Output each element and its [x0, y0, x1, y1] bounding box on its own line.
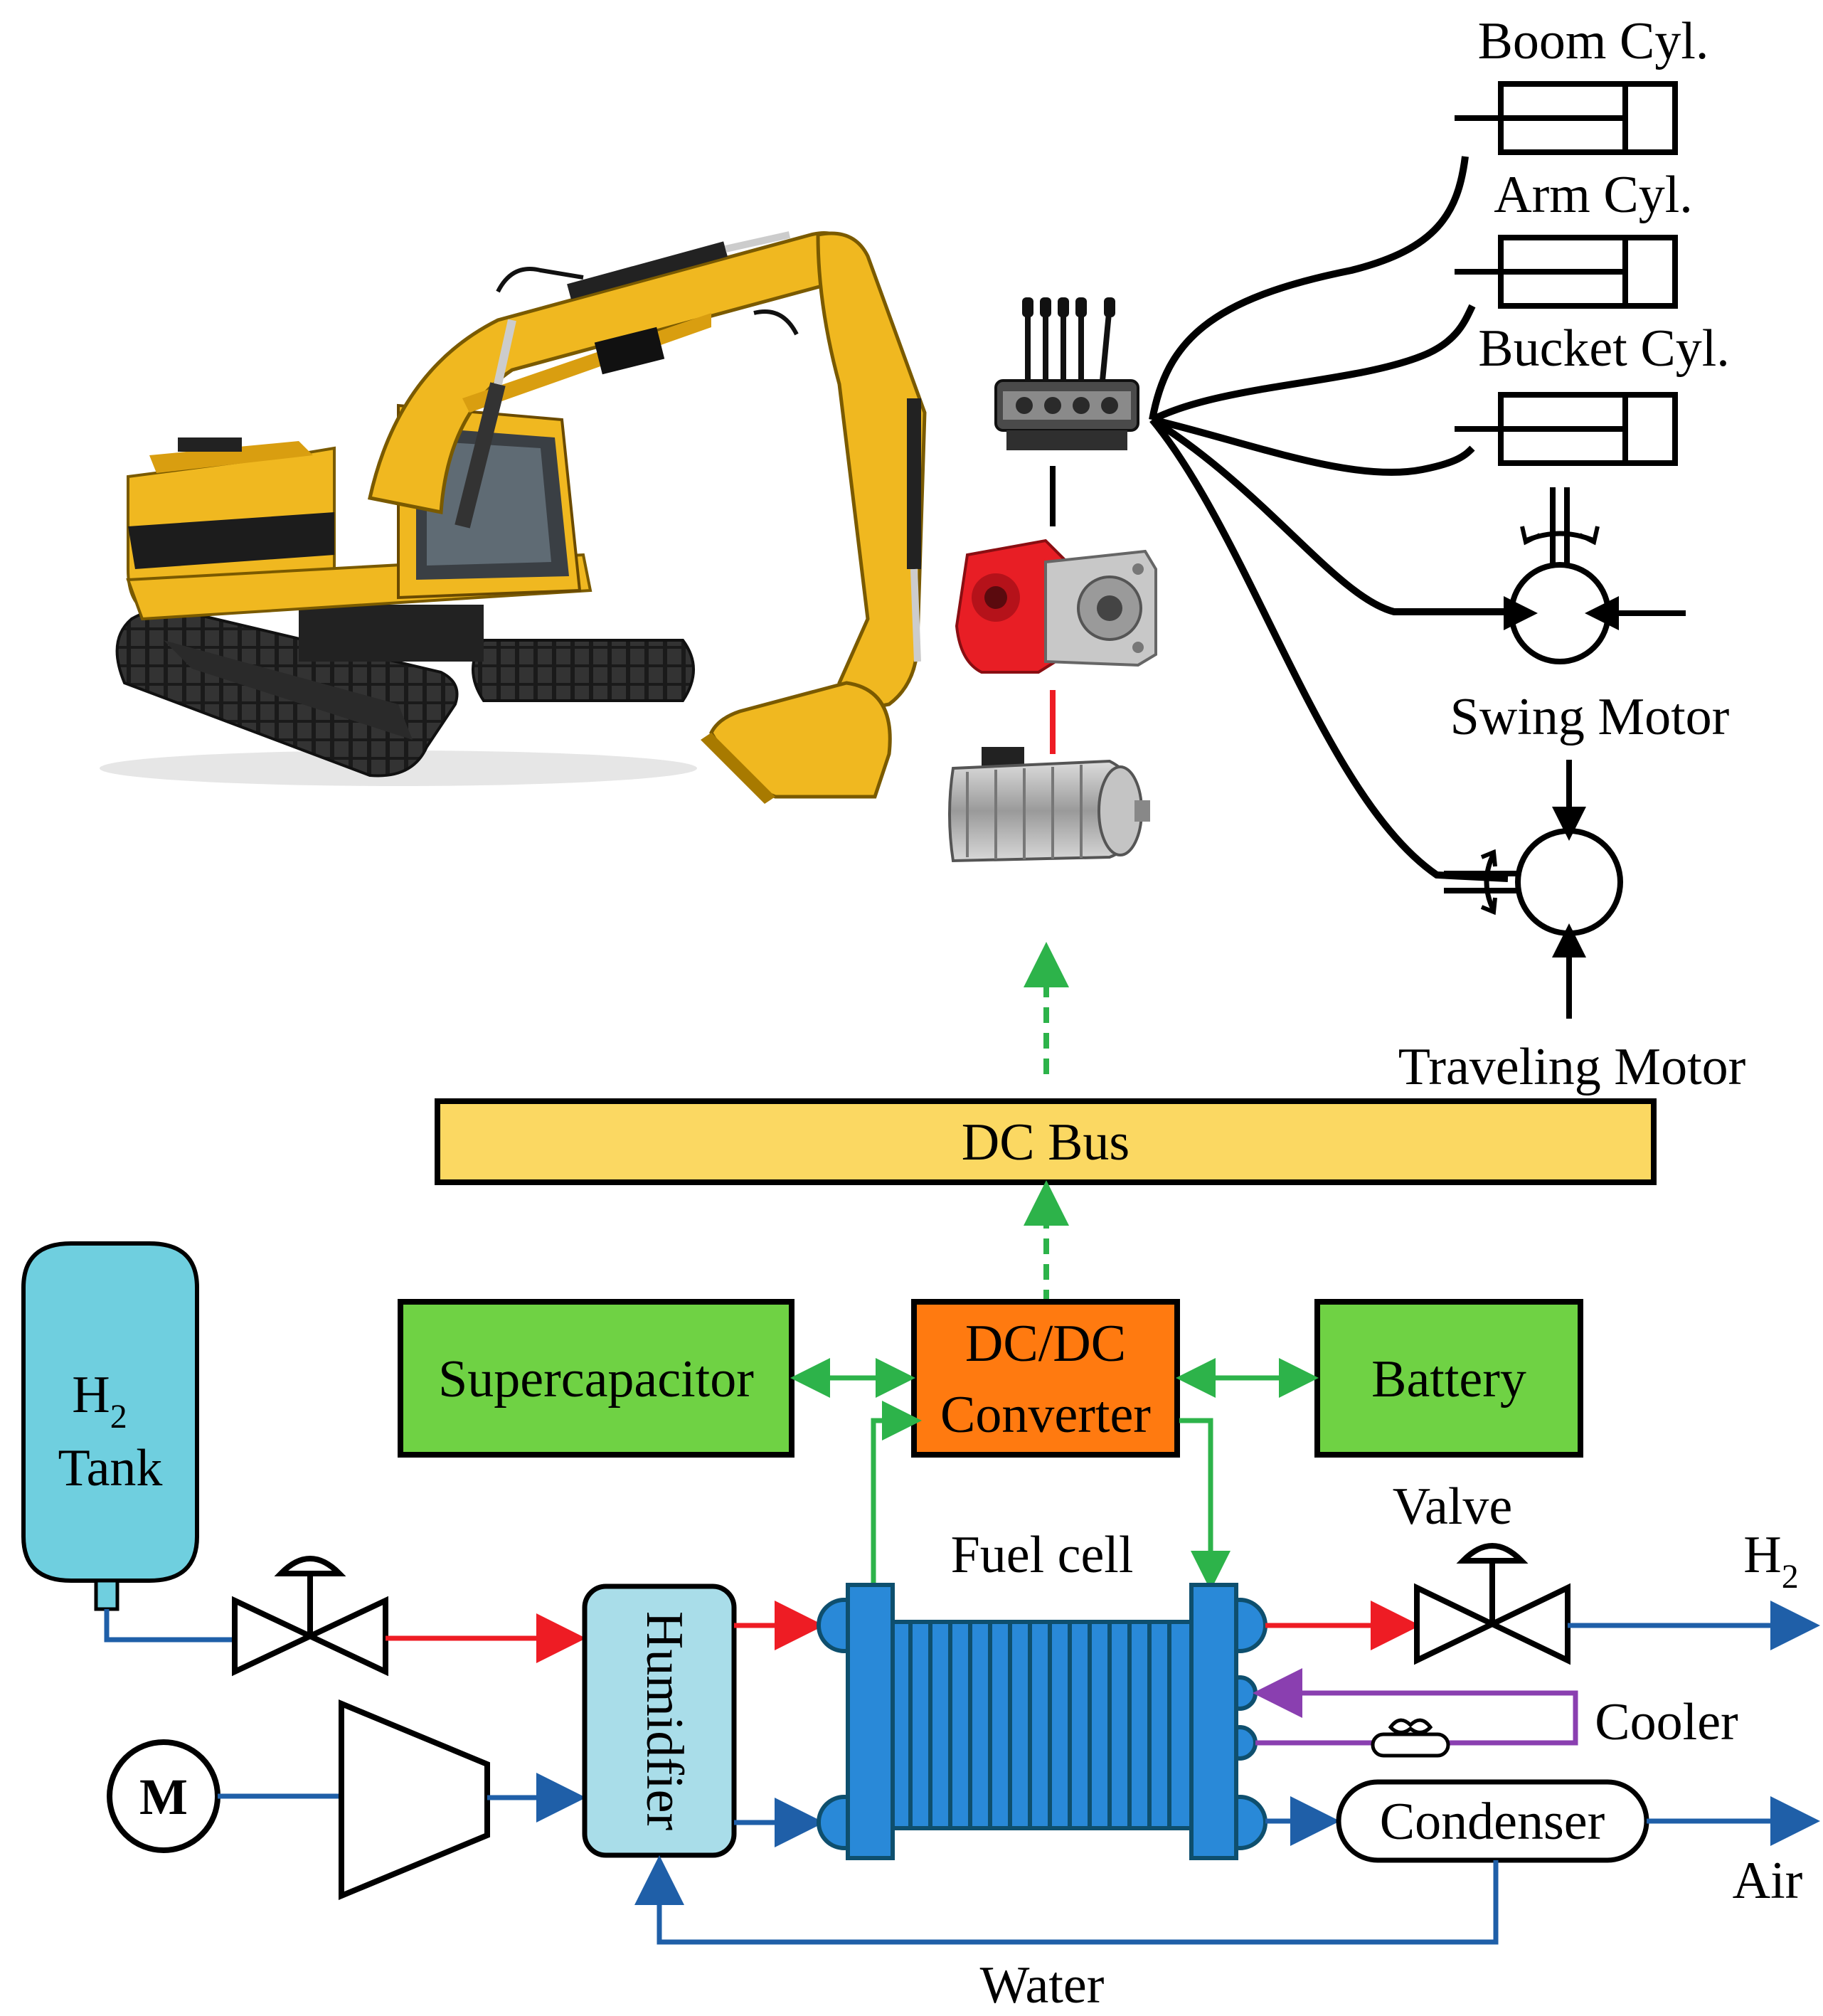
supercapacitor-box — [398, 1299, 794, 1458]
hydraulic-hoses — [1149, 156, 1509, 882]
fuel-cell-stack — [817, 1583, 1267, 1860]
boom-cylinder-label: Boom Cyl. — [1478, 12, 1709, 70]
converter-to-fuelcell-line — [1179, 1418, 1231, 1591]
boom-cylinder-symbol — [1455, 81, 1678, 155]
water-return-line — [634, 1855, 1499, 1945]
h2-tank — [21, 1241, 199, 1583]
arm-cylinder-label: Arm Cyl. — [1494, 166, 1693, 224]
fuel-cell-label: Fuel cell — [951, 1526, 1134, 1584]
swing-motor-symbol — [1504, 487, 1686, 664]
battery-box — [1314, 1299, 1583, 1458]
tank-to-valve-line — [104, 1609, 236, 1643]
air-label: Air — [1733, 1852, 1803, 1910]
bucket-cylinder-symbol — [1455, 392, 1678, 466]
valve-label: Valve — [1393, 1477, 1513, 1536]
supercapacitor-label: Supercapacitor — [438, 1350, 754, 1408]
swing-motor-label: Swing Motor — [1450, 688, 1730, 746]
h2-out-label: H2 — [1743, 1526, 1798, 1596]
converter-label-line2: Converter — [940, 1386, 1151, 1444]
traveling-motor-label: Traveling Motor — [1398, 1038, 1746, 1096]
electric-motor-icon — [948, 747, 1150, 863]
hydraulic-pump-icon — [955, 539, 1157, 674]
inlet-valve-symbol — [232, 1556, 388, 1677]
outlet-valve-symbol — [1414, 1543, 1570, 1665]
arm-cylinder-symbol — [1455, 235, 1678, 309]
excavator-image — [100, 231, 927, 804]
condenser-label: Condenser — [1380, 1793, 1605, 1851]
h2-tank-label-word: Tank — [58, 1439, 163, 1497]
h2-tank-label-h: H2 — [72, 1366, 127, 1436]
bucket-cylinder-label: Bucket Cyl. — [1478, 319, 1730, 378]
traveling-motor-symbol — [1444, 760, 1623, 1019]
compressor-motor-label: M — [139, 1768, 188, 1825]
cooler-label: Cooler — [1595, 1693, 1738, 1751]
water-label: Water — [980, 1956, 1105, 2015]
converter-label-line1: DC/DC — [965, 1315, 1126, 1373]
air-compressor — [339, 1699, 490, 1900]
humidifier-label: Humidfier — [635, 1611, 693, 1830]
multi-way-valve-icon — [994, 297, 1139, 450]
battery-label: Battery — [1371, 1350, 1526, 1408]
fuelcell-to-converter-line — [871, 1401, 922, 1588]
cooler-fan-icon — [1371, 1718, 1450, 1758]
dc-bus-label: DC Bus — [962, 1113, 1130, 1172]
